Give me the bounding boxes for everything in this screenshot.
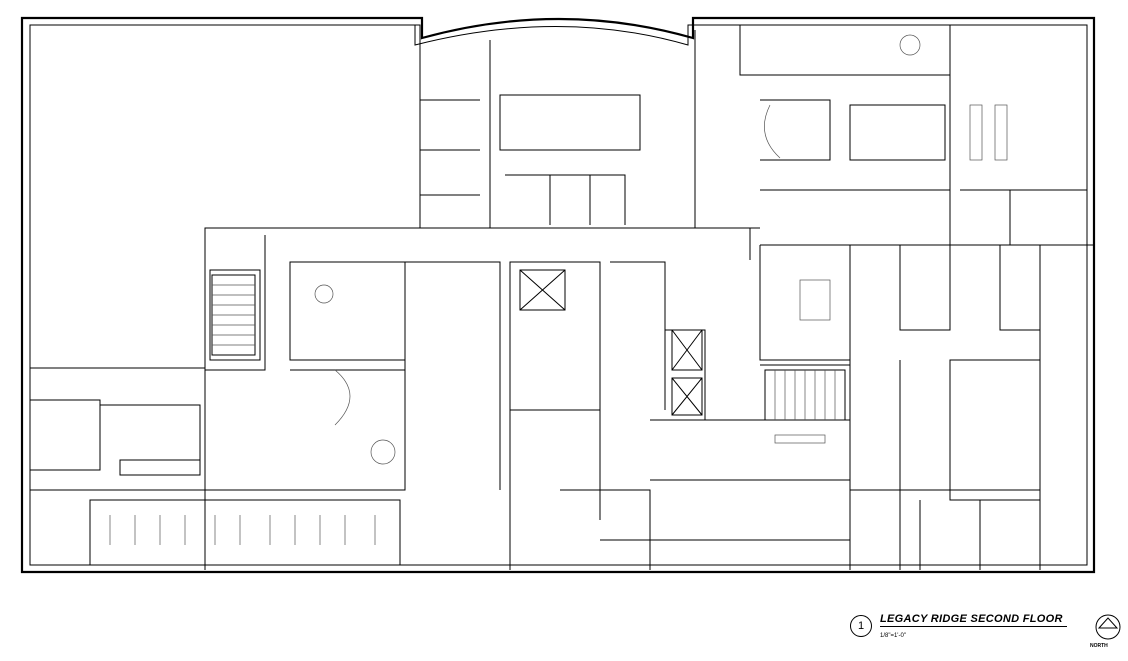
drawing-scale: 1/8"=1'-0": [880, 633, 906, 639]
view-number-bubble: 1: [850, 615, 872, 637]
drawing-title: LEGACY RIDGE SECOND FLOOR: [880, 613, 1067, 627]
north-label: NORTH: [1090, 643, 1108, 649]
furniture: [109, 34, 1008, 545]
open-area: [30, 24, 421, 369]
north-arrow-icon: [1095, 614, 1121, 640]
stairs-and-elevators: [211, 269, 846, 421]
interior-walls: [30, 25, 1094, 570]
exterior-walls: [20, 16, 1096, 574]
